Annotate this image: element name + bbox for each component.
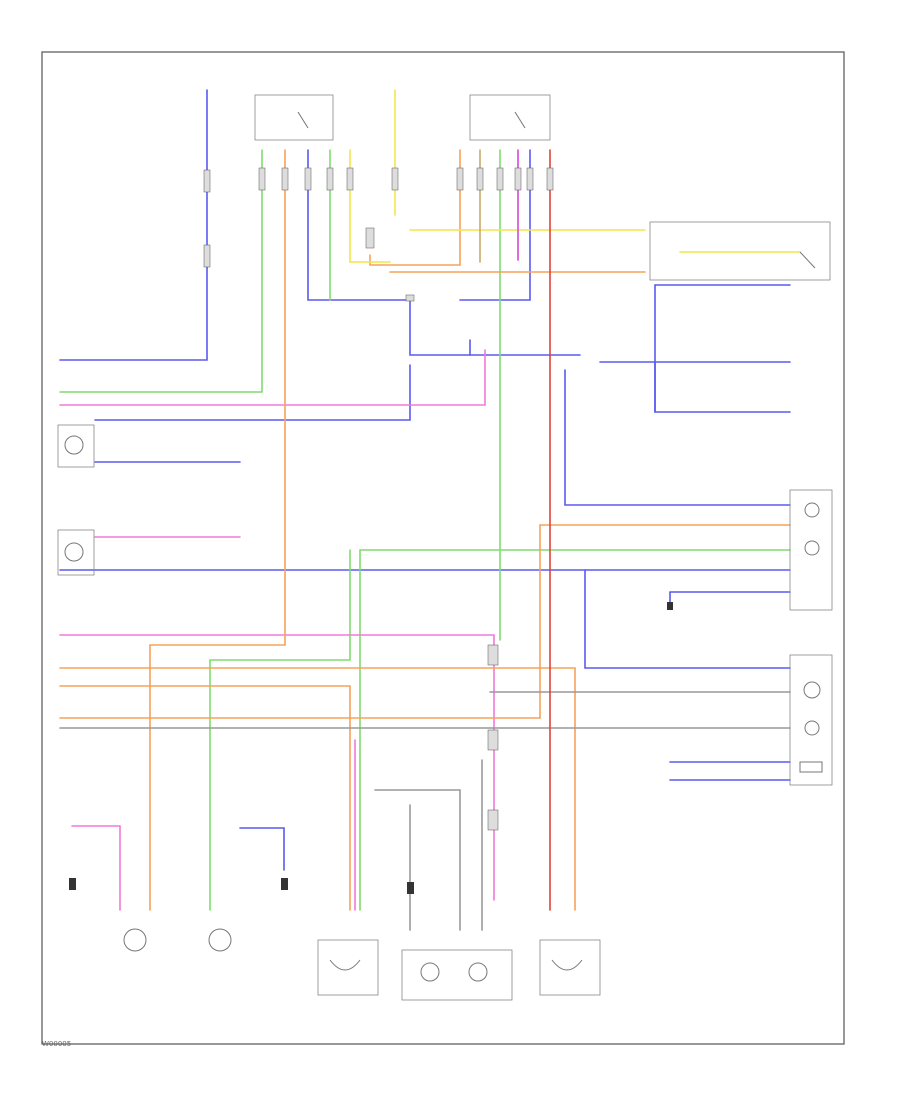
- wire-blue: [469, 339, 581, 356]
- right-module-box: [649, 221, 831, 281]
- wire-blue: [409, 299, 471, 356]
- connector: [326, 167, 334, 191]
- wire-orange: [369, 149, 461, 266]
- wire-gray: [374, 789, 461, 931]
- connector: [487, 729, 499, 751]
- diagram-code: W00005: [42, 1040, 72, 1048]
- wire-green: [209, 549, 351, 661]
- lamp-filament: [551, 959, 583, 971]
- wire-pink: [71, 825, 121, 911]
- connector: [487, 644, 499, 666]
- wire-orange: [59, 667, 576, 911]
- lamp-bulb: [804, 720, 820, 736]
- rear-lamp-assembly-left: [317, 939, 379, 996]
- lamp-filament: [329, 959, 361, 971]
- rear-lamp-box-upper: [789, 489, 833, 611]
- wire-blue: [564, 369, 791, 506]
- wire-pink: [59, 634, 495, 901]
- connector: [391, 167, 399, 191]
- connector: [526, 167, 534, 191]
- rear-lamp-assembly-right: [539, 939, 601, 996]
- ground-symbol: [281, 878, 288, 890]
- connector: [203, 244, 211, 268]
- connector: [304, 167, 312, 191]
- connector: [514, 167, 522, 191]
- relay-box-left: [254, 94, 334, 141]
- rear-lamp-box-lower: [789, 654, 833, 786]
- ground-symbol: [667, 602, 673, 610]
- connector: [456, 167, 464, 191]
- connector: [476, 167, 484, 191]
- wire-orange: [59, 685, 351, 911]
- wire-layer: [59, 89, 801, 931]
- relay-box-right: [469, 94, 551, 141]
- bottom-lamp-left: [123, 928, 147, 952]
- wire-green: [59, 149, 263, 393]
- wire-blue: [239, 827, 285, 871]
- connector: [203, 169, 211, 193]
- ground-symbol: [407, 882, 414, 894]
- connector: [346, 167, 354, 191]
- diagram-border: [41, 51, 845, 1045]
- lamp-module-left-2: [57, 529, 95, 576]
- connector: [365, 227, 375, 249]
- connector: [546, 167, 554, 191]
- lamp-bulb: [64, 435, 84, 455]
- license-lamp-box: [401, 949, 513, 1001]
- relay-contact: [297, 111, 309, 129]
- connector: [496, 167, 504, 191]
- license-lamp: [420, 962, 440, 982]
- wire-blue: [654, 361, 791, 413]
- lamp-bulb: [804, 540, 820, 556]
- relay-contact: [514, 111, 526, 129]
- wire-blue: [459, 149, 531, 301]
- wire-orange: [149, 149, 286, 911]
- switch-contact: [799, 251, 816, 269]
- wire-pink: [59, 349, 486, 406]
- ground-symbol: [69, 878, 76, 890]
- connector: [487, 809, 499, 831]
- wire-blue: [94, 364, 411, 421]
- lamp-element: [799, 761, 823, 773]
- lamp-bulb: [803, 681, 821, 699]
- lamp-module-left-1: [57, 424, 95, 468]
- connector: [258, 167, 266, 191]
- wire-blue: [584, 569, 791, 669]
- license-lamp: [468, 962, 488, 982]
- bottom-lamp-center-left: [208, 928, 232, 952]
- connector: [405, 294, 415, 302]
- component-layer: [57, 94, 833, 1001]
- wire-blue: [59, 89, 208, 361]
- wire-blue: [307, 149, 411, 301]
- connector: [281, 167, 289, 191]
- lamp-bulb: [804, 502, 820, 518]
- lamp-bulb: [64, 542, 84, 562]
